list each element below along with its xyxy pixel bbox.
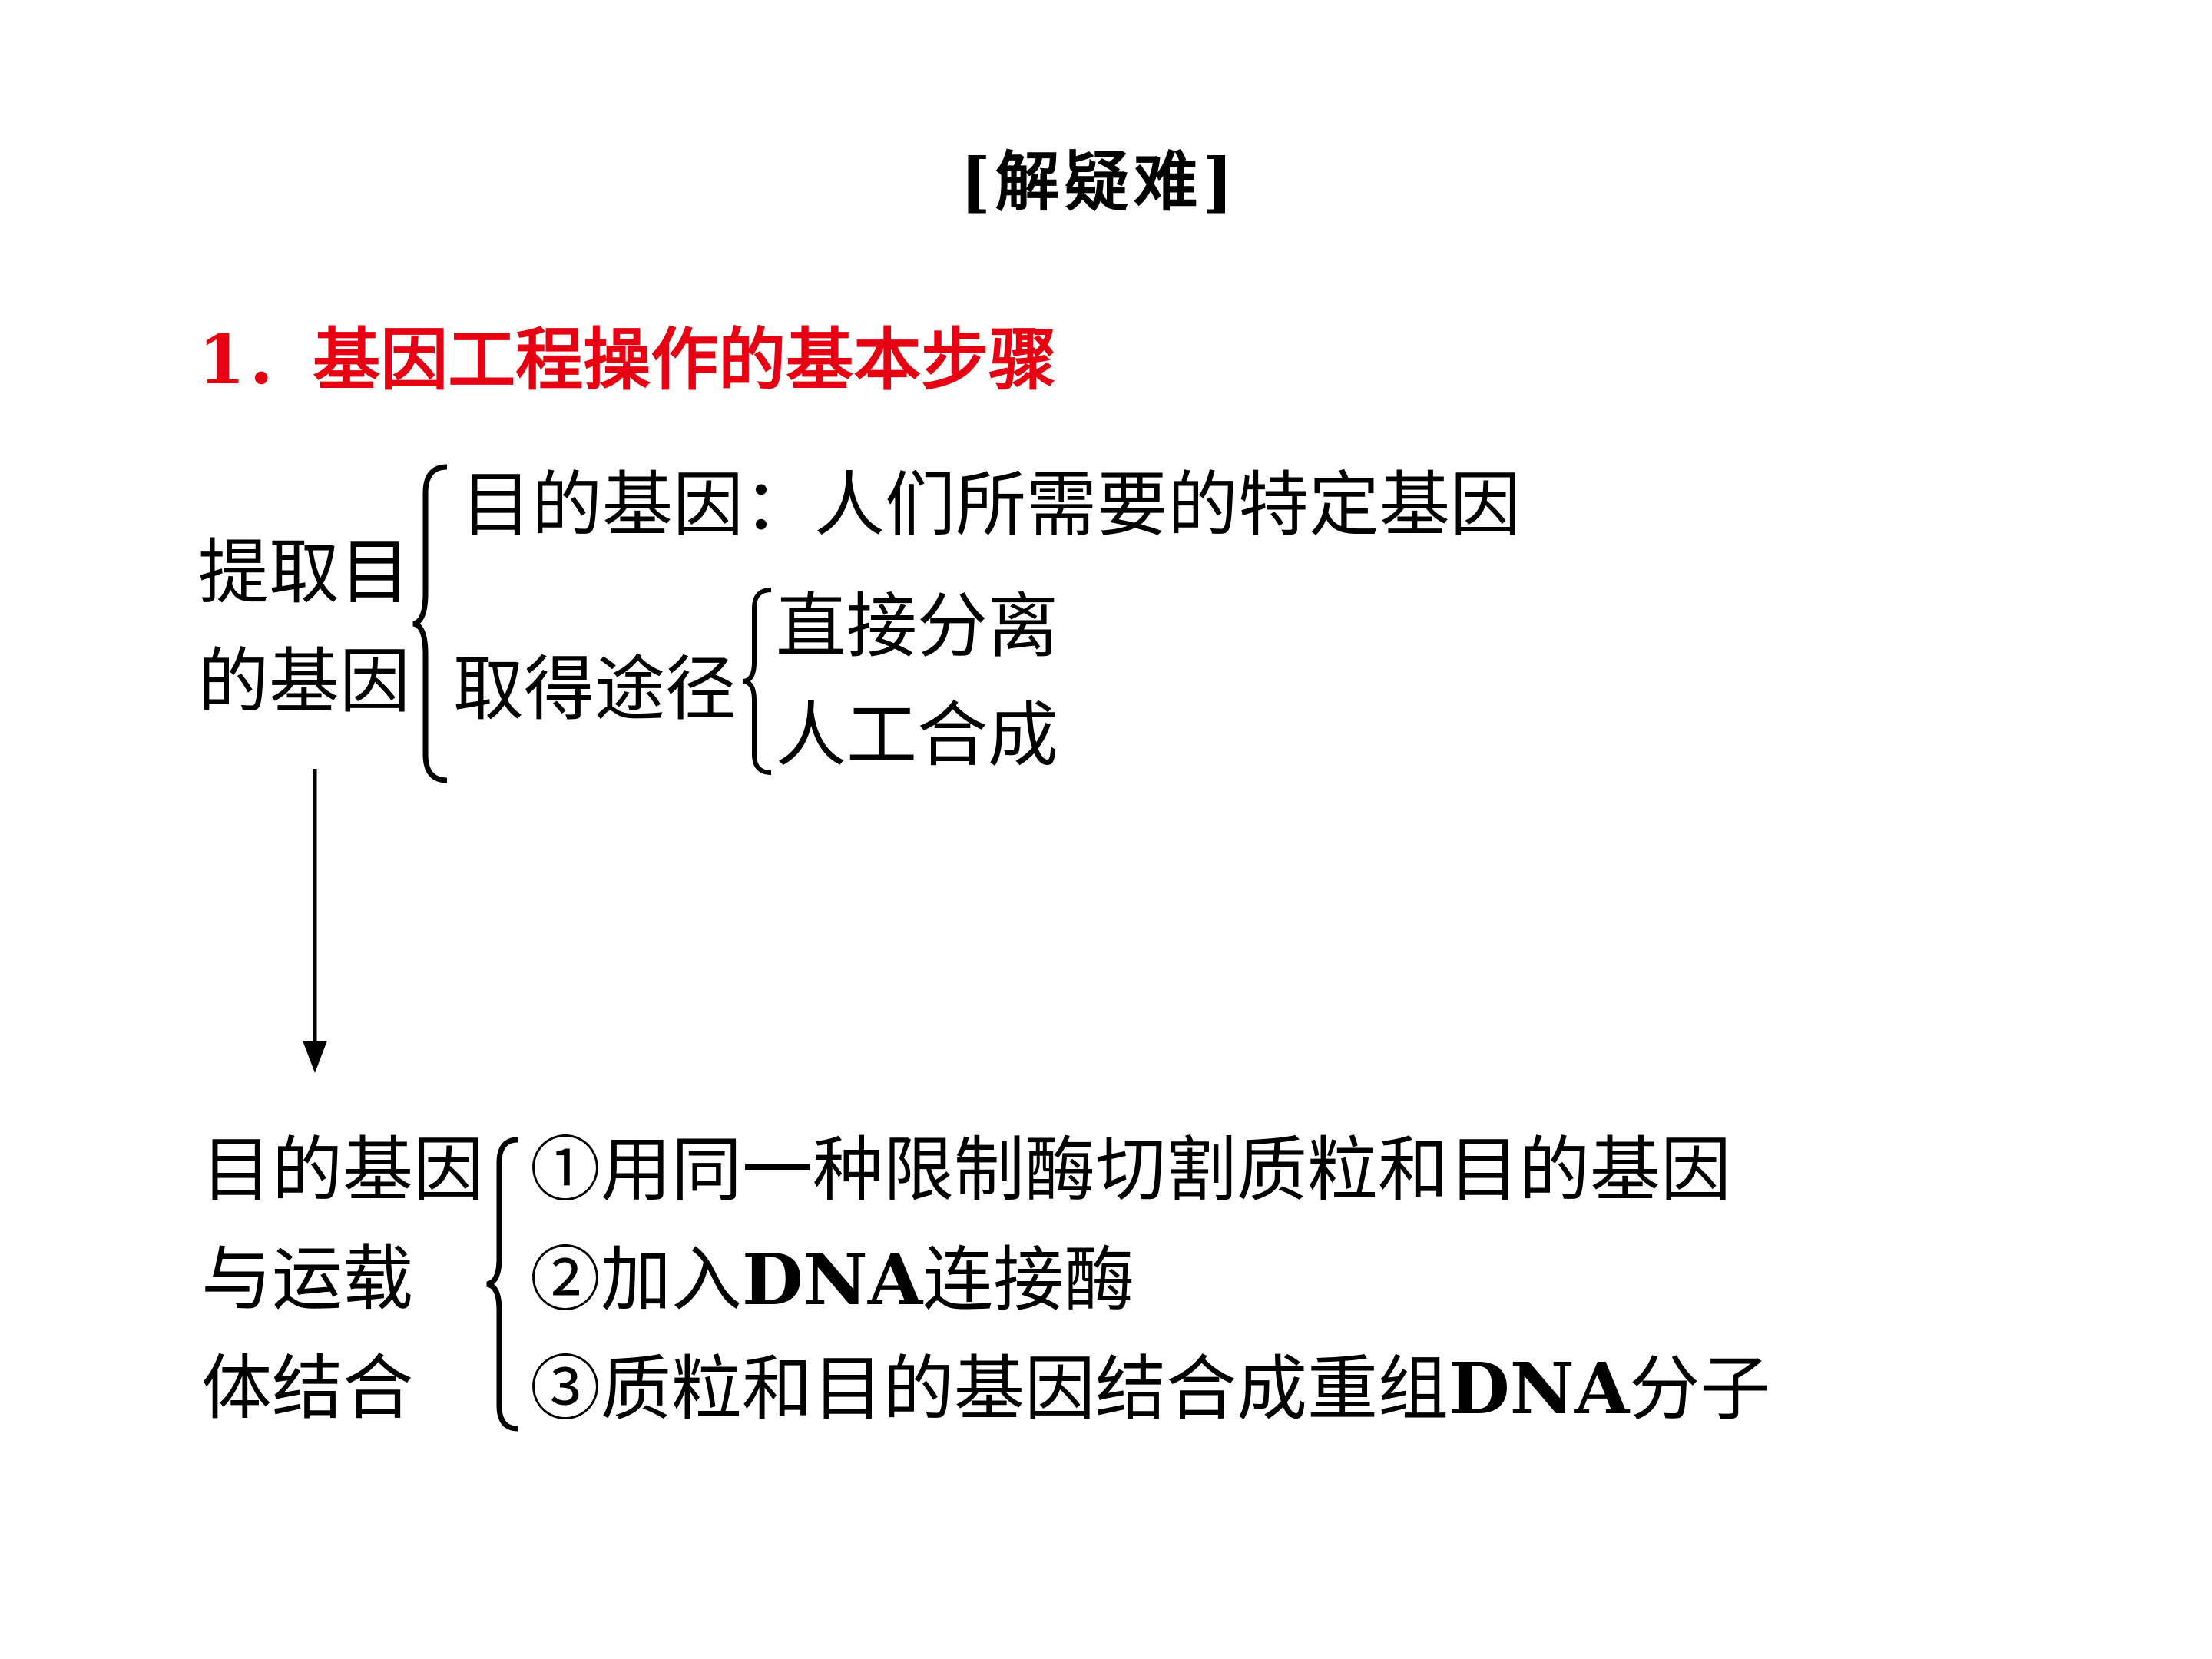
step2-item-3-suffix: 分子: [1629, 1348, 1771, 1430]
step1-methods-label: 取得途径: [453, 648, 737, 730]
step2-brace: [486, 1137, 518, 1432]
step2-item-2-prefix: ②加入: [530, 1239, 743, 1321]
section-heading: 1．基因工程操作的基本步骤: [198, 320, 1057, 399]
step2-item-3-prefix: ③质粒和目的基因结合成重组: [530, 1348, 1449, 1430]
step1-target-gene-text: 目的基因：人们所需要的特定基因: [461, 464, 1522, 546]
page-title: [解疑难]: [960, 144, 1238, 220]
step2-item-1: ①用同一种限制酶切割质粒和目的基因: [530, 1129, 1732, 1211]
step1-label-line1: 提取目: [198, 531, 411, 614]
step2-item-3-dna: DNA: [1449, 1347, 1630, 1430]
method-direct-isolation: 直接分离: [776, 585, 1059, 667]
step2-item-2-dna: DNA: [742, 1238, 923, 1321]
step2-item-2-suffix: 连接酶: [922, 1239, 1135, 1321]
step1-label-line2: 的基因: [198, 641, 411, 723]
step2-item-3: ③质粒和目的基因结合成重组DNA分子: [530, 1353, 1770, 1425]
step2-item-2: ②加入DNA连接酶: [530, 1244, 1134, 1316]
step2-label-line3: 体结合: [201, 1347, 414, 1429]
down-arrow-icon: [303, 769, 327, 1073]
step2-label-line2: 与运载: [201, 1238, 414, 1320]
step1-brace: [412, 464, 448, 783]
method-artificial-synthesis: 人工合成: [776, 694, 1059, 777]
step2-label-line1: 目的基因: [201, 1129, 485, 1211]
step1-methods-brace: [743, 588, 772, 775]
